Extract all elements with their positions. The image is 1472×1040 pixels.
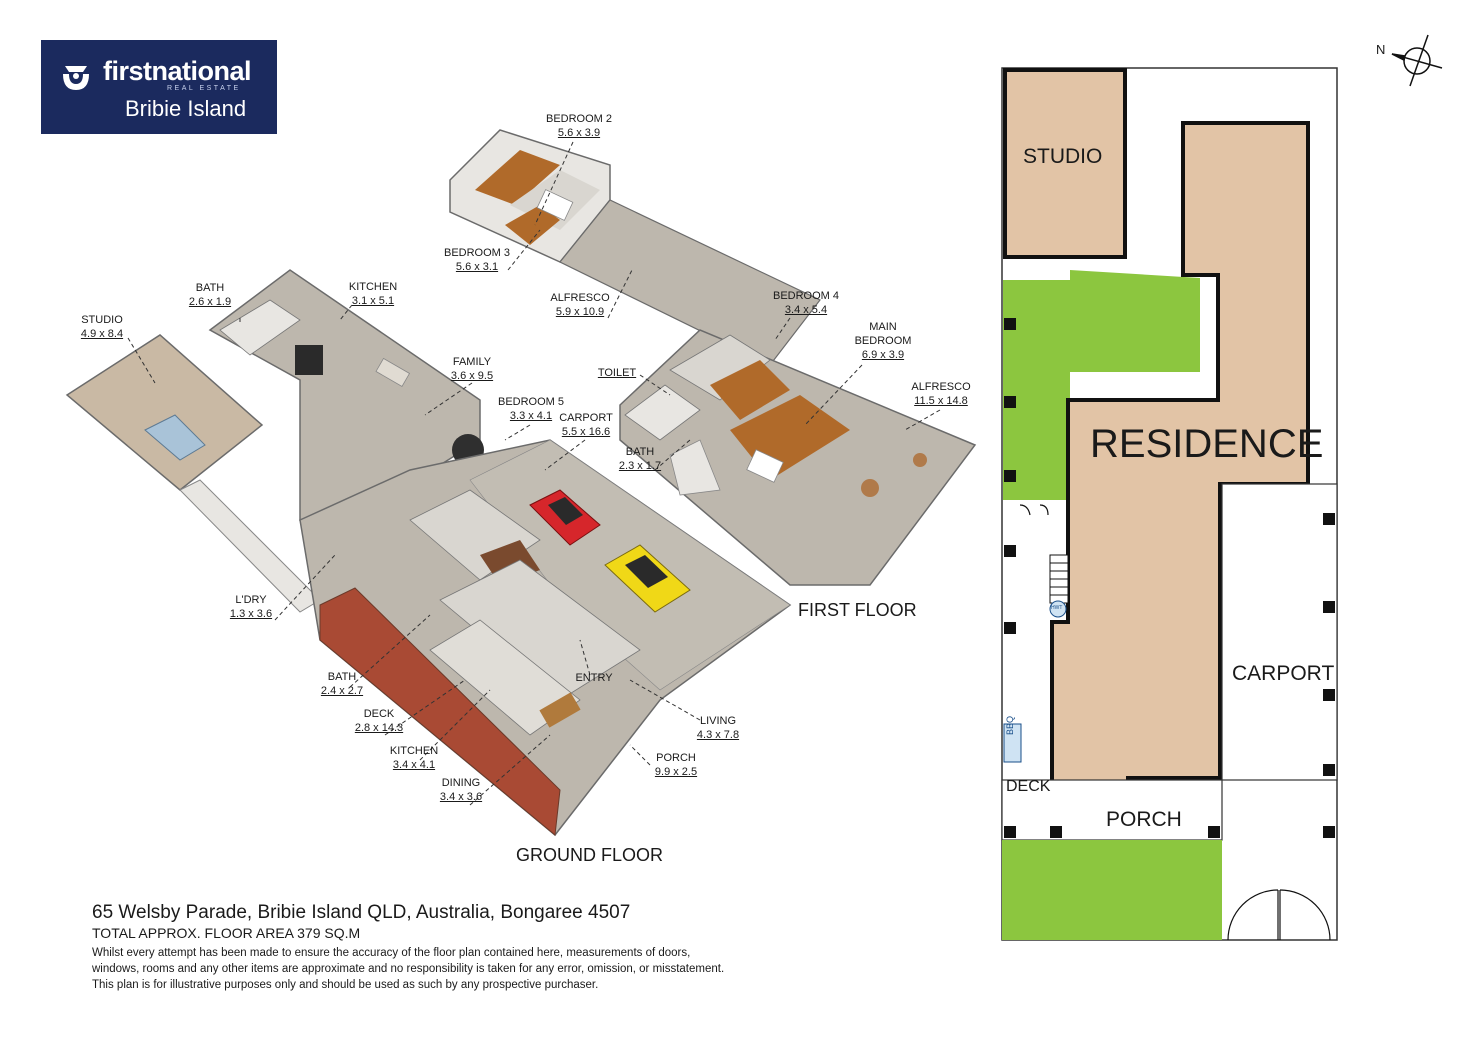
first-floor-title: FIRST FLOOR	[798, 600, 917, 620]
site-plan	[1001, 34, 1443, 941]
room-label: TOILET	[597, 367, 637, 379]
site-residence-label: RESIDENCE	[1090, 422, 1324, 466]
brand-name: firstnational	[103, 56, 252, 86]
site-deck-label: DECK	[1006, 778, 1051, 795]
label-leaders	[127, 141, 941, 806]
disclaimer-line: This plan is for illustrative purposes o…	[92, 979, 599, 991]
ground-floor-studio	[65, 334, 264, 491]
north-label: N	[1376, 42, 1386, 57]
ground-floor-kitchen-wing	[208, 269, 484, 522]
disclaimer-line: Whilst every attempt has been made to en…	[92, 947, 691, 959]
doors-icon	[1019, 504, 1331, 941]
site-bbq-label: BBQ	[1005, 715, 1015, 735]
first-floor-bedroom-wing	[449, 129, 611, 263]
room-label: ENTRY	[575, 672, 613, 684]
first-floor-main-block	[619, 329, 977, 586]
floor-area: TOTAL APPROX. FLOOR AREA 379 SQ.M	[92, 925, 361, 941]
yellow-car-icon	[604, 544, 691, 613]
site-carport-label: CARPORT	[1232, 662, 1335, 685]
property-address: 65 Welsby Parade, Bribie Island QLD, Aus…	[92, 902, 631, 923]
ground-floor-main-house	[299, 439, 792, 837]
brand-logo: firstnational REAL ESTATE Bribie Island	[41, 40, 277, 134]
site-porch-label: PORCH	[1106, 808, 1182, 831]
disclaimer-line: windows, rooms and any other items are a…	[92, 963, 725, 975]
logo-mark-icon	[63, 66, 89, 90]
red-car-icon	[529, 489, 601, 546]
disclaimer: Whilst every attempt has been made to en…	[92, 945, 822, 993]
brand-subtitle: REAL ESTATE	[167, 85, 241, 92]
ground-floor-title: GROUND FLOOR	[516, 845, 664, 865]
bbq-icon	[1003, 723, 1022, 763]
office-name: Bribie Island	[125, 96, 247, 121]
stairs-icon	[1049, 554, 1069, 604]
hwt-icon	[1049, 600, 1067, 618]
site-hwt-label: HWT	[1051, 605, 1063, 611]
site-studio-label: STUDIO	[1023, 145, 1103, 168]
compass-icon	[1391, 34, 1443, 87]
